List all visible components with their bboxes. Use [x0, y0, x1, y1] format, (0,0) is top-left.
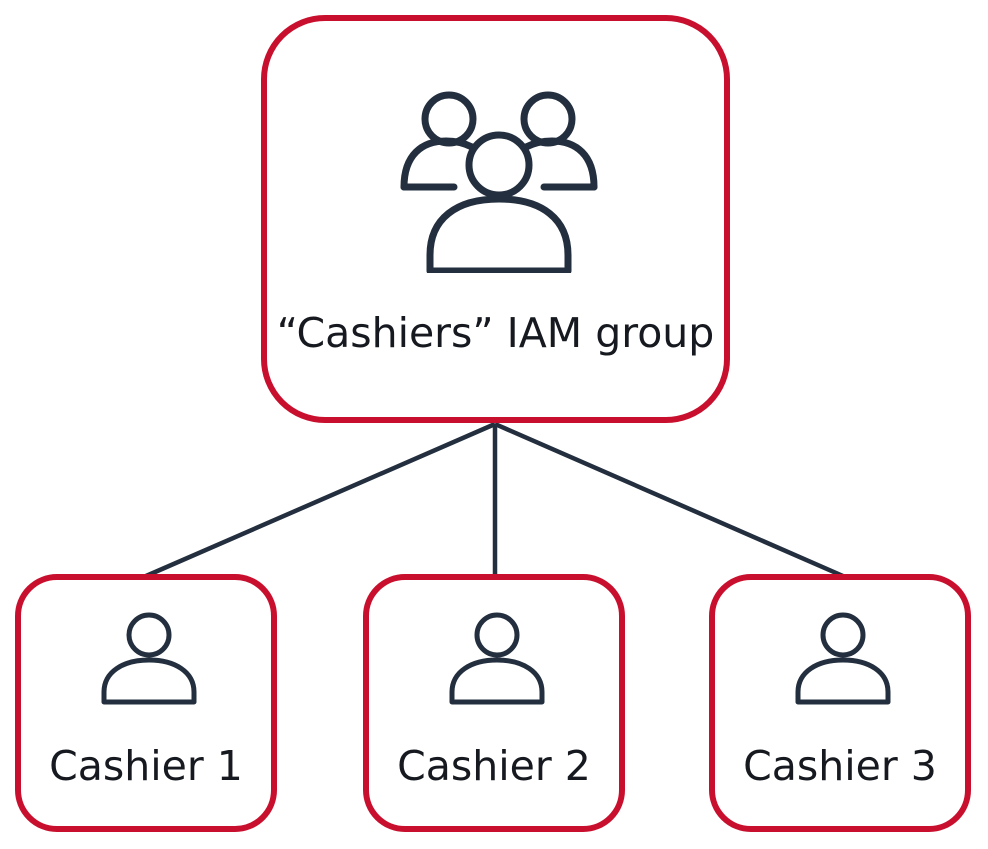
connector-group-to-cashier-3	[494, 421, 844, 579]
cashier-label-2: Cashier 2	[397, 742, 591, 790]
iam-group-node: “Cashiers” IAM group	[261, 15, 730, 423]
cashier-node-1: Cashier 1	[15, 574, 277, 832]
iam-group-label: “Cashiers” IAM group	[276, 309, 715, 357]
user-icon	[449, 612, 545, 705]
user-icon	[795, 612, 891, 705]
cashier-node-3: Cashier 3	[709, 574, 971, 832]
user-group-icon	[400, 91, 598, 273]
cashier-node-2: Cashier 2	[363, 574, 625, 832]
user-icon	[101, 612, 197, 705]
cashier-label-1: Cashier 1	[49, 742, 243, 790]
connector-group-to-cashier-1	[145, 421, 496, 579]
cashier-label-3: Cashier 3	[743, 742, 937, 790]
